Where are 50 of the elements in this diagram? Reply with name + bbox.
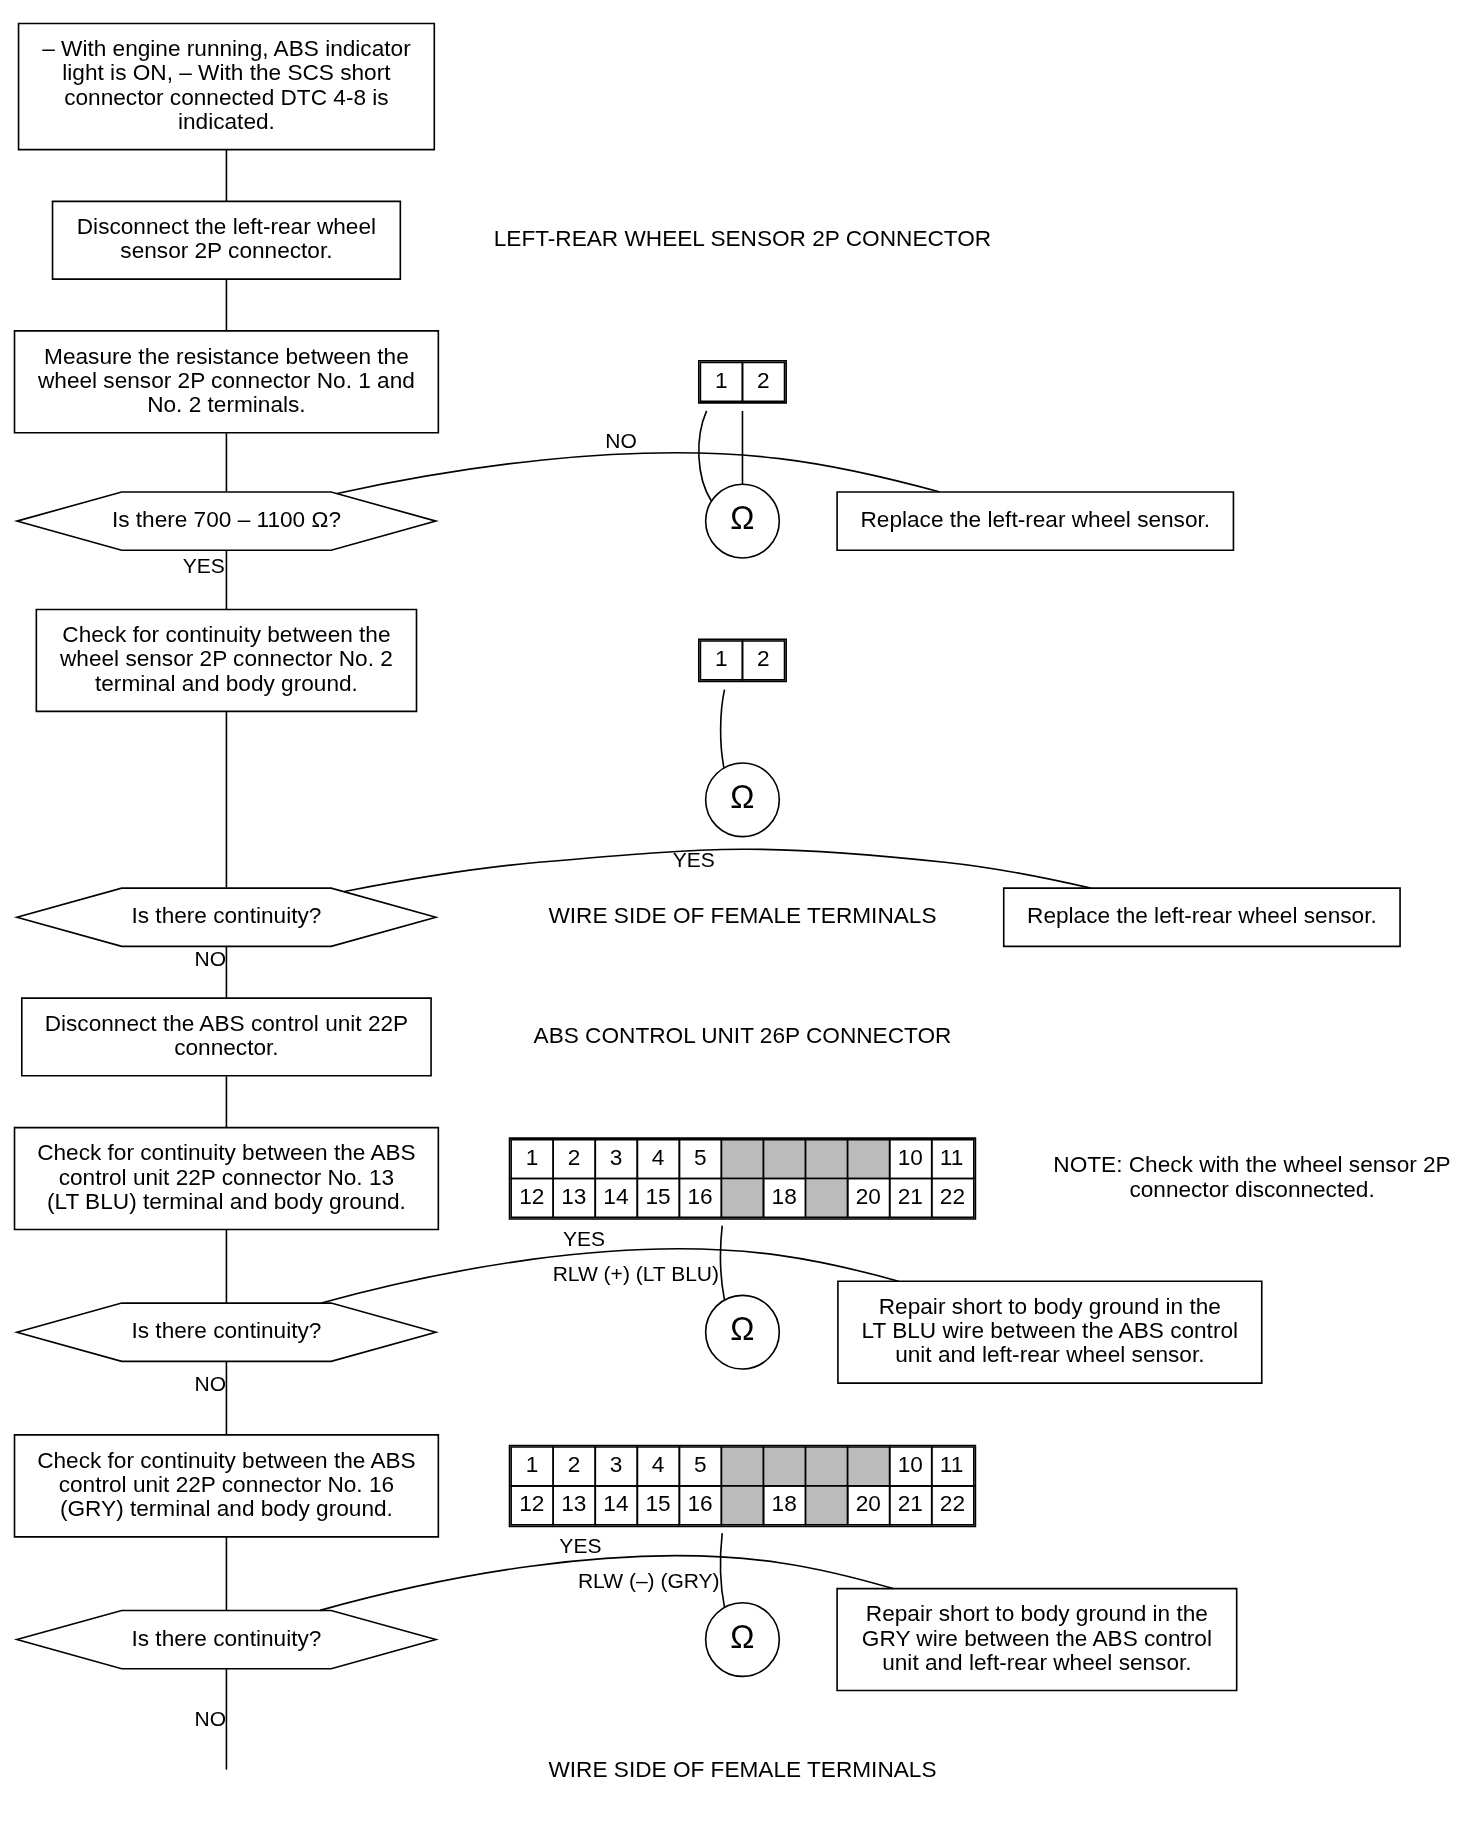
label: NOTE: Check with the wheel sensor 2P connector disconnected. bbox=[1053, 1152, 1451, 1202]
connector bbox=[741, 410, 744, 486]
node-box: Disconnect the left-rear wheel sensor 2P connector. bbox=[51, 200, 402, 280]
connector bbox=[225, 1360, 228, 1436]
connector bbox=[319, 1555, 894, 1612]
connector bbox=[336, 452, 940, 495]
node-box: Replace the left-rear wheel sensor. bbox=[1002, 887, 1401, 948]
edge-label: YES bbox=[559, 1533, 602, 1557]
edge-label: NO bbox=[194, 1371, 227, 1395]
edge-label: RLW (+) (LT BLU) bbox=[552, 1261, 720, 1285]
node-box: Check for continuity between the ABS control unit 22P connector No. 13 (LT BLU) terminal and body ground. bbox=[13, 1126, 440, 1231]
node-box: – With engine running, ABS indicator light is ON, – With the SCS short connector connected DTC 4-8 is indicated. bbox=[17, 22, 436, 151]
connector bbox=[225, 549, 228, 611]
label: LEFT-REAR WHEEL SENSOR 2P CONNECTOR bbox=[493, 226, 992, 252]
connector bbox=[225, 149, 228, 202]
edge-label: RLW (–) (GRY) bbox=[577, 1569, 720, 1593]
label: WIRE SIDE OF FEMALE TERMINALS bbox=[548, 1757, 937, 1783]
connector bbox=[225, 945, 228, 999]
connector bbox=[225, 1075, 228, 1128]
label: ABS CONTROL UNIT 26P CONNECTOR bbox=[533, 1022, 952, 1048]
node-circle: Ω bbox=[704, 483, 781, 559]
node-box: Disconnect the ABS control unit 22P connector. bbox=[21, 997, 432, 1077]
node-box: Replace the left-rear wheel sensor. bbox=[836, 491, 1235, 552]
edge-label: YES bbox=[563, 1226, 606, 1250]
node-box: Repair short to body ground in the GRY wire between the ABS control unit and left-rear wheel sensor. bbox=[836, 1587, 1238, 1692]
connector bbox=[320, 1248, 900, 1304]
label: WIRE SIDE OF FEMALE TERMINALS bbox=[548, 903, 937, 929]
node-box: Check for continuity between the wheel sensor 2P connector No. 2 terminal and body ground. bbox=[35, 608, 418, 713]
edge-label: NO bbox=[194, 1706, 227, 1730]
node-circle: Ω bbox=[704, 762, 781, 838]
connector bbox=[719, 1224, 726, 1301]
connector bbox=[719, 1532, 726, 1609]
edge-label: YES bbox=[672, 847, 715, 871]
node-box: Repair short to body ground in the LT BLU wire between the ABS control unit and left-rear wheel sensor. bbox=[837, 1280, 1263, 1384]
connector bbox=[225, 1668, 228, 1771]
connector bbox=[698, 410, 713, 502]
edge-label: YES bbox=[182, 553, 225, 577]
connector bbox=[225, 710, 228, 889]
edge-label: NO bbox=[194, 946, 227, 970]
connector bbox=[225, 1229, 228, 1304]
connector bbox=[719, 688, 726, 769]
connector bbox=[225, 1536, 228, 1612]
node-box: Measure the resistance between the wheel sensor 2P connector No. 1 and No. 2 terminals. bbox=[13, 330, 440, 434]
node-box: Check for continuity between the ABS control unit 22P connector No. 16 (GRY) terminal and body ground. bbox=[13, 1434, 440, 1538]
connector bbox=[225, 278, 228, 332]
edge-label: NO bbox=[605, 428, 637, 452]
connector bbox=[343, 848, 1092, 893]
node-circle: Ω bbox=[704, 1294, 781, 1370]
connector bbox=[225, 432, 228, 493]
node-circle: Ω bbox=[704, 1601, 781, 1678]
